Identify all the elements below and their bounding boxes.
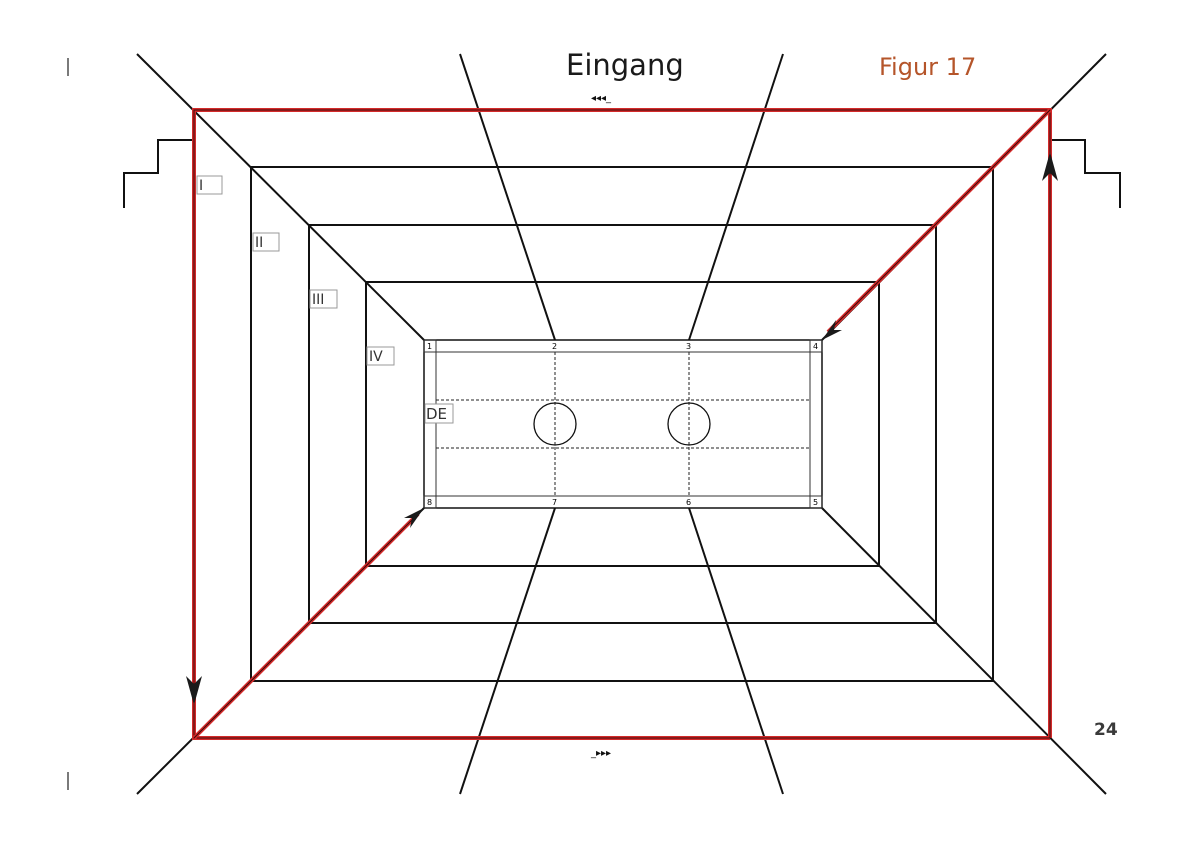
position-6: 6 [686,498,691,507]
section-label-i: I [199,178,203,194]
section-labels: I II III IV [196,175,395,366]
arrowhead-icon-up [1042,152,1058,181]
arrowhead-icon-down [186,676,202,705]
arrowhead-icon-diag-upper [822,320,842,340]
position-2: 2 [552,342,557,351]
position-3: 3 [686,342,691,351]
position-7: 7 [552,498,557,507]
position-5: 5 [813,498,818,507]
section-label-iii: III [312,292,324,308]
entrance-arrows-bottom: _▸▸▸ [590,748,611,759]
arrowhead-icon-diag-lower [404,508,424,528]
figure-label: Figur 17 [879,53,976,81]
page-number: 24 [1094,720,1118,740]
position-8: 8 [427,498,432,507]
circle-marker-left [533,402,577,446]
position-4: 4 [813,342,818,351]
staircase-icon-right [1050,139,1121,208]
staircase-icon-left [123,139,194,208]
court: DE 1 2 3 4 5 6 7 8 [423,339,823,509]
route-path [192,108,1052,740]
position-1: 1 [427,342,432,351]
section-label-iv: IV [369,349,383,365]
court-label: DE [426,405,447,423]
radial-lines [459,53,784,795]
circle-marker-right [667,402,711,446]
section-label-ii: II [255,235,263,251]
entrance-arrows-top: ◂◂◂_ [591,93,612,104]
entrance-title: Eingang [566,48,684,82]
